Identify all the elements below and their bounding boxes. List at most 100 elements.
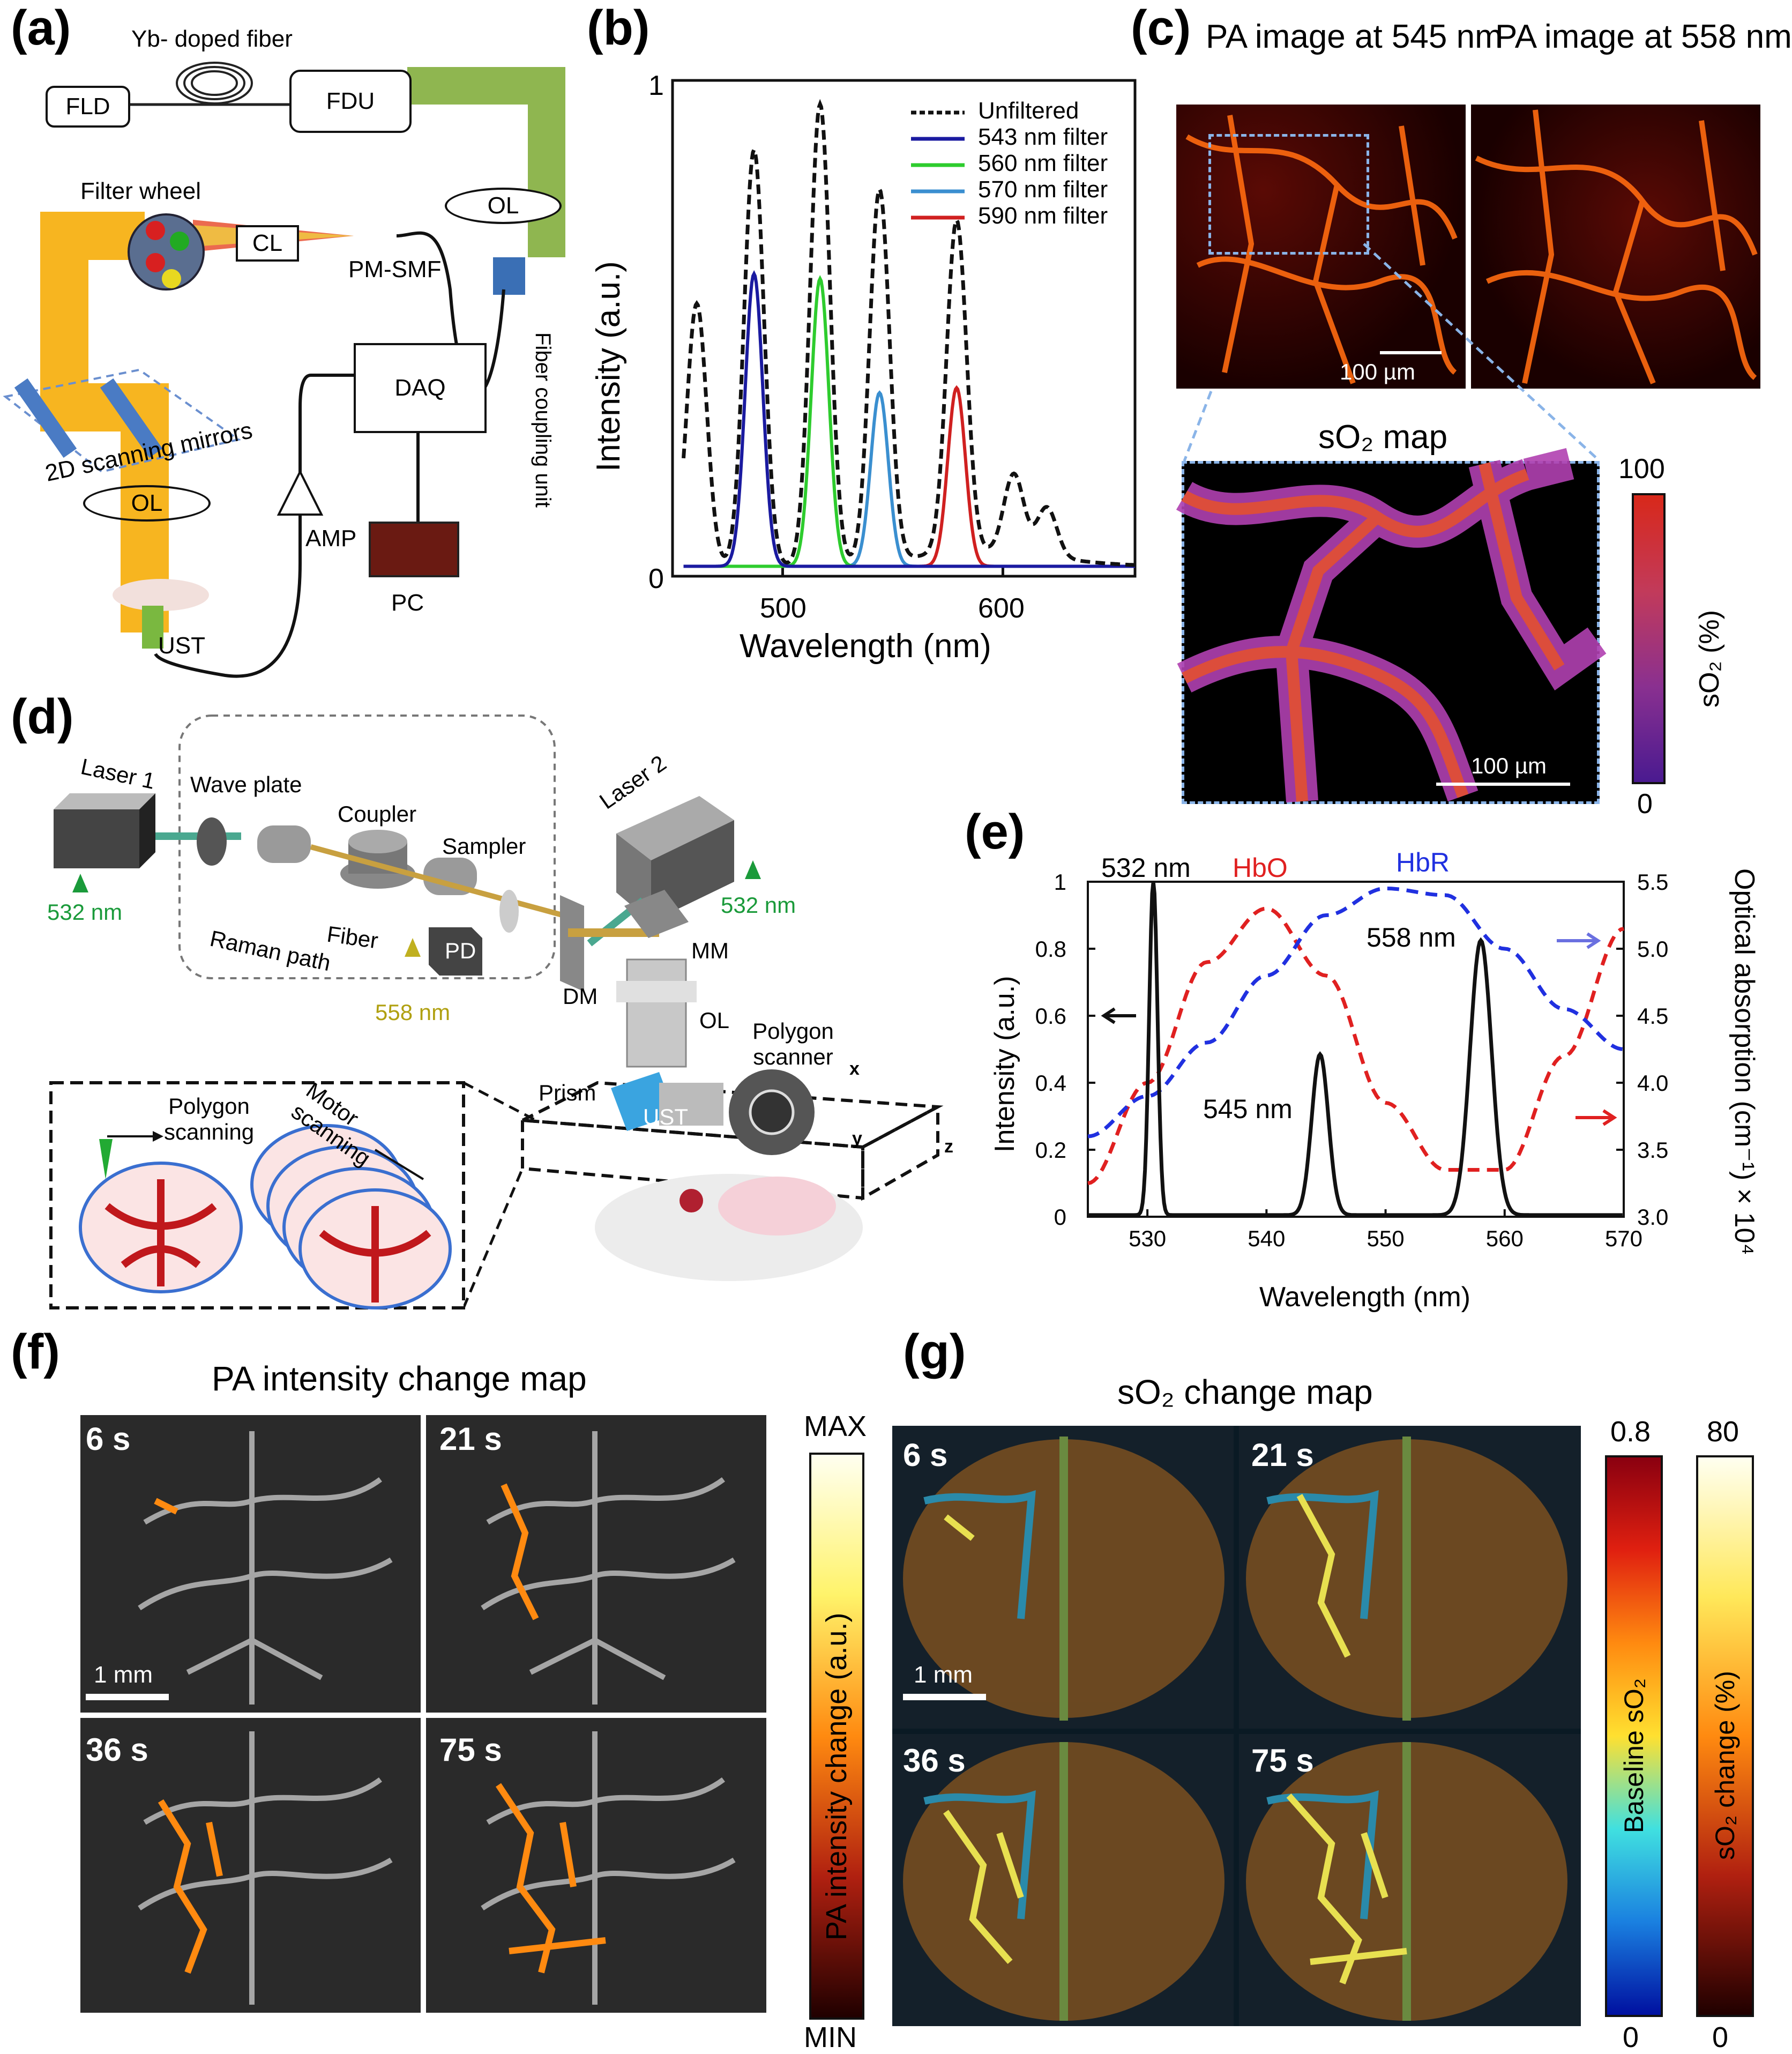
f-cbar-label: PA intensity change (a.u.) (820, 1612, 853, 1940)
panel-label-a: (a) (11, 1, 71, 55)
e-yleft-tick-label: 0.6 (1035, 1003, 1066, 1029)
amp-label: AMP (305, 525, 357, 552)
polygon-scanning-label: Polygon scanning (163, 1093, 255, 1144)
legend-unfiltered: Unfiltered (978, 98, 1079, 124)
g-colorbar-baseline (1605, 1455, 1663, 2017)
ol-top-lens: OL (445, 188, 562, 224)
b-xlabel: Wavelength (nm) (740, 628, 991, 665)
g-cbar2-label: sO₂ change (%) (1710, 1671, 1740, 1860)
polygon-scanner-label: Polygon scanner (752, 1018, 834, 1069)
e-series-hbo (1087, 906, 1624, 1185)
f-cbar-min: MIN (804, 2021, 857, 2053)
g-scale: 1 mm (914, 1662, 973, 1688)
b-xtick-500: 500 (760, 593, 807, 624)
daq-box: DAQ (354, 343, 487, 433)
e-yright-tick-label: 3.0 (1637, 1204, 1668, 1230)
f-time-21s: 21 s (439, 1421, 502, 1457)
axis-y: y (852, 1128, 862, 1149)
filter-wheel-label: Filter wheel (80, 178, 201, 204)
e-xlabel: Wavelength (nm) (1259, 1282, 1470, 1313)
g-cbar2-max: 80 (1707, 1416, 1739, 1448)
f-cbar-max: MAX (804, 1410, 867, 1442)
e-xtick-label: 560 (1486, 1226, 1524, 1251)
ol-bottom-lens: OL (83, 485, 211, 522)
pa-image-545 (1176, 105, 1466, 389)
f-scalebar (86, 1694, 169, 1700)
panel-d-drawing (49, 715, 944, 1309)
ol-label: OL (699, 1008, 730, 1033)
brain-slices (79, 1124, 452, 1309)
f-scale: 1 mm (94, 1662, 153, 1688)
legend-590: 590 nm filter (978, 203, 1108, 229)
g-time-36s: 36 s (903, 1743, 966, 1778)
g-scalebar (903, 1694, 986, 1700)
c-scale-top: 100 µm (1340, 359, 1415, 384)
g-cbar1-label: Baseline sO₂ (1619, 1678, 1649, 1833)
g-time-75s: 75 s (1251, 1743, 1314, 1778)
e-xtick-label: 570 (1605, 1226, 1642, 1251)
panel-label-g: (g) (903, 1324, 966, 1379)
f-time-36s: 36 s (86, 1732, 148, 1768)
b-plot-frame (671, 79, 1137, 578)
yb-fiber-label: Yb- doped fiber (131, 26, 293, 52)
panel-label-b: (b) (587, 1, 650, 55)
so2-map-vessels (1176, 448, 1607, 803)
g-title: sO₂ change map (1117, 1373, 1373, 1411)
c-title-545: PA image at 545 nm (1206, 18, 1503, 55)
pc-label: PC (391, 590, 424, 616)
e-yleft-tick-label: 1 (1054, 869, 1066, 895)
e-peak-532: 532 nm (1101, 853, 1191, 883)
f-time-6s: 6 s (86, 1421, 131, 1457)
pd-label: PD (445, 938, 476, 963)
e-ylabel-right: Optical absorption (cm⁻¹) × 10⁴ (1729, 868, 1760, 1255)
e-peak-558: 558 nm (1367, 922, 1456, 952)
g-vessels (892, 1426, 1581, 2026)
pa-558-vessels (1475, 109, 1758, 384)
fdu-box: FDU (289, 70, 412, 133)
axis-x: x (849, 1059, 860, 1079)
dm-label: DM (563, 984, 598, 1009)
panel-label-c: (c) (1131, 1, 1191, 55)
wl-532-right: 532 nm (721, 892, 796, 918)
e-arrow-hbo (1576, 1109, 1617, 1126)
pm-smf-label: PM-SMF (348, 256, 442, 282)
panel-label-d: (d) (11, 689, 74, 744)
b-ytick-1: 1 (648, 70, 664, 101)
cl-box: CL (236, 225, 299, 262)
legend-543: 543 nm filter (978, 124, 1108, 150)
c-scalebar-bottom (1436, 783, 1570, 786)
e-xtick-label: 540 (1248, 1226, 1285, 1251)
e-yright-tick-label: 4.0 (1637, 1070, 1668, 1096)
legend-570: 570 nm filter (978, 176, 1108, 203)
ust-label: UST (158, 632, 205, 659)
wl-558: 558 nm (375, 1000, 451, 1025)
mm-label: MM (691, 938, 729, 963)
ust-label-d: UST (643, 1104, 688, 1129)
e-xtick-label: 530 (1129, 1226, 1166, 1251)
e-ylabel-left: Intensity (a.u.) (989, 976, 1020, 1152)
c-scale-bottom: 100 µm (1471, 753, 1547, 778)
e-yleft-tick-label: 0.8 (1035, 936, 1066, 962)
g-cbar1-max: 0.8 (1610, 1416, 1651, 1448)
g-cbar1-min: 0 (1623, 2021, 1639, 2053)
e-arrow-hbr (1557, 932, 1601, 949)
e-yleft-tick-label: 0 (1054, 1204, 1066, 1230)
g-colorbar-change (1696, 1455, 1754, 2017)
g-image-grid: 6 s 21 s 36 s 75 s 1 mm (892, 1426, 1581, 2026)
prism-label: Prism (539, 1080, 596, 1105)
pa-image-558 (1471, 105, 1760, 389)
b-ytick-0: 0 (648, 563, 664, 594)
b-legend: Unfiltered 543 nm filter 560 nm filter 5… (978, 98, 1108, 229)
e-yleft-tick-label: 0.4 (1035, 1070, 1066, 1096)
so2-cbar-min: 0 (1637, 788, 1653, 820)
f-image-grid: 6 s 21 s 36 s 75 s 1 mm (80, 1415, 766, 2013)
legend-560: 560 nm filter (978, 150, 1108, 176)
e-arrow-left (1101, 1007, 1136, 1024)
c-scalebar-top (1380, 351, 1442, 354)
f-colorbar (809, 1453, 864, 2020)
so2-cbar-max: 100 (1618, 453, 1665, 485)
e-yright-tick-label: 3.5 (1637, 1137, 1668, 1163)
fld-box: FLD (46, 86, 130, 128)
coupler-label: Coupler (338, 801, 417, 827)
